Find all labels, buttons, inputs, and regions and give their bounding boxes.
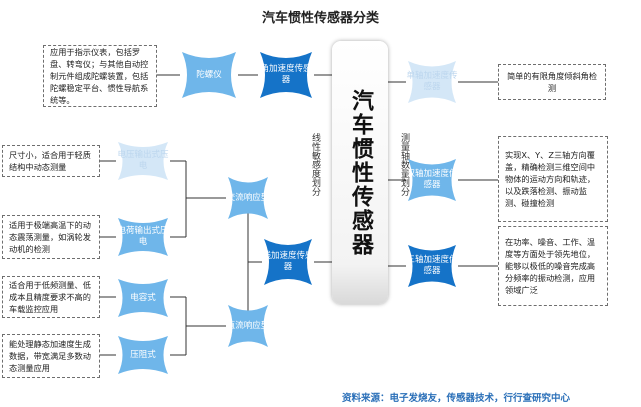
piezoresistive-label: 压阻式 [130,349,156,360]
center-label: 汽车惯性传感器 [348,88,373,257]
linear-accel-node: 线加速度传感器 [262,237,314,287]
capacitive-label: 电容式 [130,292,156,303]
dc-response-node: 直流响应型 [226,303,270,349]
dual-axis-label: 双轴加速度传感器 [406,169,458,190]
piezo-charge-node: 电荷输出式压电 [116,216,170,258]
linear-accel-label: 线加速度传感器 [262,251,314,272]
angular-accel-label: 角加速度传感器 [260,64,312,85]
single-axis-description: 简单的有限角度倾斜角检测 [498,64,606,100]
capacitive-description: 适合用于低频测量、低成本且精度要求不高的车载监控应用 [2,276,100,318]
piezo-charge-description: 适用于极端高温下的动态震荡测量，如涡轮发动机的检测 [2,215,100,259]
piezo-voltage-label: 电压输出式压电 [117,150,169,171]
capacitive-node: 电容式 [116,277,170,319]
gyroscope-node: 陀螺仪 [180,50,238,100]
left-branch-label: 线性敏感度划分 [310,133,320,196]
gyroscope-description: 应用于指示仪表，包括罗盘、转弯仪；与其他自动控制元件组成陀螺装置，包括陀螺稳定平… [43,45,157,107]
piezoresistive-description: 能处理静态加速度生成数据，带宽满足多数动态测量应用 [2,334,100,378]
triple-axis-label: 三轴加速度传感器 [406,255,458,276]
center-node: 汽车惯性传感器 [332,41,388,304]
ac-response-node: 交流响应型 [226,175,270,221]
dual-axis-node: 双轴加速度传感器 [406,157,458,203]
ac-response-label: 交流响应型 [226,192,270,203]
triple-axis-node: 三轴加速度传感器 [406,243,458,289]
right-branch-label: 测量轴数量划分 [399,133,409,196]
triple-axis-description: 在功率、噪音、工作、温度等方面处于领先地位，能够以极低的噪音完成高分频率的振动检… [498,226,608,306]
piezo-voltage-description: 尺寸小，适合用于轻质结构中动态测量 [2,145,100,177]
angular-accel-node: 角加速度传感器 [258,50,314,100]
single-axis-node: 单轴加速度传感器 [406,59,458,105]
diagram-title: 汽车惯性传感器分类 [261,11,379,26]
gyroscope-label: 陀螺仪 [196,69,222,80]
piezo-charge-label: 电荷输出式压电 [117,226,169,247]
dual-axis-description: 实现X、Y、Z三轴方向覆盖，精确检测三维空间中物体的运动方向和轨迹，以及跌落检测… [498,136,608,222]
dc-response-label: 直流响应型 [226,320,270,331]
single-axis-label: 单轴加速度传感器 [406,71,458,92]
piezoresistive-node: 压阻式 [116,334,170,376]
piezo-voltage-node: 电压输出式压电 [116,140,170,182]
source-note: 资料来源：电子发烧友，传感器技术，行行查研究中心 [342,393,571,404]
